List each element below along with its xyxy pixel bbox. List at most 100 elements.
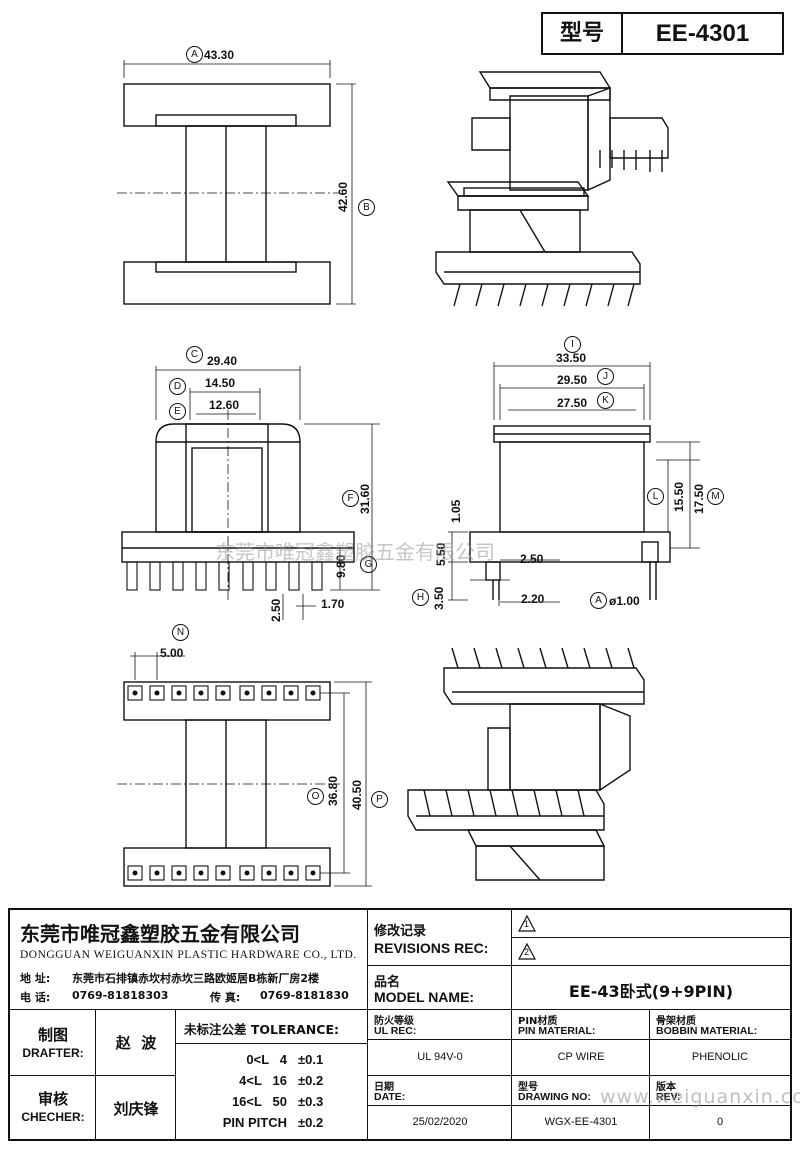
dim-letter-h: H: [412, 589, 429, 606]
dim-pin-2-50: 2.50: [269, 598, 283, 622]
checker-label-en: CHECHER:: [21, 1110, 85, 1124]
tolerance-label-cell: 未标注公差 TOLERANCE:: [176, 1010, 368, 1044]
drawing-no-label-cn: 型号: [518, 1082, 538, 1093]
model-name-value: EE-43卧式(9+9PIN): [568, 982, 734, 1001]
dim-value-h: 3.50: [432, 586, 446, 610]
dim-letter-g: G: [360, 556, 377, 573]
model-header-box: 型号 EE-4301: [541, 12, 784, 55]
rev-label-en: REV:: [656, 1091, 681, 1103]
drawing-no-label-cell: 型号 DRAWING NO:: [512, 1076, 650, 1106]
pin-material-value: CP WIRE: [557, 1051, 605, 1063]
dim-pin-dia-letter: A: [590, 592, 607, 609]
dim-value-f: 31.60: [358, 483, 372, 514]
dim-letter-j: J: [597, 368, 614, 385]
dim-letter-n: N: [172, 624, 189, 641]
tolerance-value-4: ±0.2: [298, 1115, 324, 1130]
model-label-cn: 品名: [374, 975, 401, 990]
revision-mark-2: 2: [524, 947, 530, 957]
dim-letter-i: I: [564, 336, 581, 353]
dim-value-j: 29.50: [557, 373, 588, 387]
pin-material-label-cn: PIN材质: [518, 1016, 558, 1027]
dim-letter-k: K: [597, 392, 614, 409]
checker-label-cn: 审核: [37, 1090, 68, 1108]
rev-label-cn: 版本: [656, 1082, 676, 1093]
tolerance-value-3: ±0.3: [298, 1094, 324, 1109]
tolerance-range-1: 0<L 4: [246, 1052, 287, 1067]
drafter-label-en: DRAFTER:: [22, 1046, 84, 1060]
type-label: 型号: [543, 14, 623, 53]
dim-pin-1-70: 1.70: [321, 597, 345, 611]
dim-letter-b: B: [358, 199, 375, 216]
tolerance-label: 未标注公差 TOLERANCE:: [184, 1022, 339, 1037]
dim-value-c: 29.40: [207, 354, 238, 368]
tolerance-range-3: 16<L 50: [231, 1094, 287, 1109]
model-value-cell: EE-43卧式(9+9PIN): [512, 966, 790, 1010]
dim-letter-e: E: [169, 403, 186, 420]
technical-drawing: [117, 60, 700, 887]
dim-value-l: 15.50: [672, 481, 686, 512]
pin-material-label-en: PIN MATERIAL:: [518, 1025, 596, 1037]
watermark-company: 东莞市唯冠鑫塑胶五金有限公司: [215, 540, 495, 564]
top-view: [117, 60, 356, 305]
date-label-cn: 日期: [374, 1082, 394, 1093]
company-fax: 0769-8181830: [260, 989, 349, 1002]
dim-value-i: 33.50: [556, 351, 587, 365]
company-address: 东莞市石排镇赤坎村赤坎三路欧姬居B栋新厂房2楼: [72, 972, 320, 985]
dim-letter-d: D: [169, 378, 186, 395]
address-label: 地 址:: [20, 972, 51, 985]
dim-letter-l: L: [647, 488, 664, 505]
drawing-no-value: WGX-EE-4301: [544, 1116, 618, 1128]
drawing-no-label-en: DRAWING NO:: [518, 1091, 591, 1103]
revisions-label-en: REVISIONS REC:: [374, 940, 489, 956]
revisions-label-cn: 修改记录: [374, 924, 427, 939]
dim-value-b: 42.60: [336, 181, 350, 212]
company-name-cn: 东莞市唯冠鑫塑胶五金有限公司: [20, 922, 300, 946]
rev-value-cell: 0: [650, 1106, 790, 1139]
front-view: [121, 366, 380, 620]
date-label-cell: 日期 DATE:: [368, 1076, 512, 1106]
dim-letter-f: F: [342, 490, 359, 507]
revisions-label-cell: 修改记录 REVISIONS REC:: [368, 910, 512, 966]
dim-value-k: 27.50: [557, 396, 588, 410]
dim-letter-o: O: [307, 788, 324, 805]
date-value: 25/02/2020: [412, 1116, 468, 1128]
dim-letter-a: A: [186, 46, 203, 63]
dim-side-2-20: 2.20: [521, 592, 545, 606]
isometric-view-top: [435, 71, 669, 307]
pin-material-value-cell: CP WIRE: [512, 1040, 650, 1076]
dim-value-m: 17.50: [692, 483, 706, 514]
date-value-cell: 25/02/2020: [368, 1106, 512, 1139]
isometric-view-bottom: [407, 647, 645, 881]
bobbin-material-label-cn: 骨架材质: [656, 1016, 696, 1027]
dim-letter-m: M: [707, 488, 724, 505]
drafter-label-cell: 制图 DRAFTER:: [10, 1010, 96, 1076]
ul-rec-label-cell: 防火等级 UL REC:: [368, 1010, 512, 1040]
bobbin-material-value-cell: PHENOLIC: [650, 1040, 790, 1076]
model-label-en: MODEL NAME:: [374, 989, 475, 1005]
drawing-no-value-cell: WGX-EE-4301: [512, 1106, 650, 1139]
dim-value-p: 40.50: [350, 779, 364, 810]
rev-value: 0: [716, 1116, 724, 1128]
pin-material-label-cell: PIN材质 PIN MATERIAL:: [512, 1010, 650, 1040]
company-name-en: DONGGUAN WEIGUANXIN PLASTIC HARDWARE CO.…: [20, 949, 357, 961]
tolerance-range-2: 4<L 16: [239, 1073, 287, 1088]
checker-name: 刘庆锋: [113, 1100, 159, 1118]
bobbin-material-label-cell: 骨架材质 BOBBIN MATERIAL:: [650, 1010, 790, 1040]
revision-mark-1: 1: [524, 919, 530, 929]
dim-value-e: 12.60: [209, 398, 240, 412]
checker-name-cell: 刘庆锋: [96, 1076, 176, 1139]
dim-value-d: 14.50: [205, 376, 236, 390]
tolerance-table: 0<L 4 ±0.1 4<L 16 ±0.2 16<L 50 ±0.3 PIN …: [176, 1044, 368, 1139]
drafter-label-cn: 制图: [37, 1026, 68, 1044]
bottom-view: [117, 652, 372, 887]
bobbin-material-label-en: BOBBIN MATERIAL:: [656, 1025, 758, 1037]
checker-label-cell: 审核 CHECHER:: [10, 1076, 96, 1139]
dim-value-o: 36.80: [326, 775, 340, 806]
company-phone: 0769-81818303: [72, 989, 169, 1002]
tolerance-value-2: ±0.2: [298, 1073, 324, 1088]
tolerance-range-4: PIN PITCH: [222, 1115, 287, 1130]
watermark-url: www.weiguanxin.com: [600, 1086, 800, 1108]
dim-value-a: 43.30: [204, 48, 235, 62]
dim-pin-dia: ø1.00: [609, 594, 640, 608]
company-cell: 东莞市唯冠鑫塑胶五金有限公司 DONGGUAN WEIGUANXIN PLAST…: [10, 910, 368, 1010]
